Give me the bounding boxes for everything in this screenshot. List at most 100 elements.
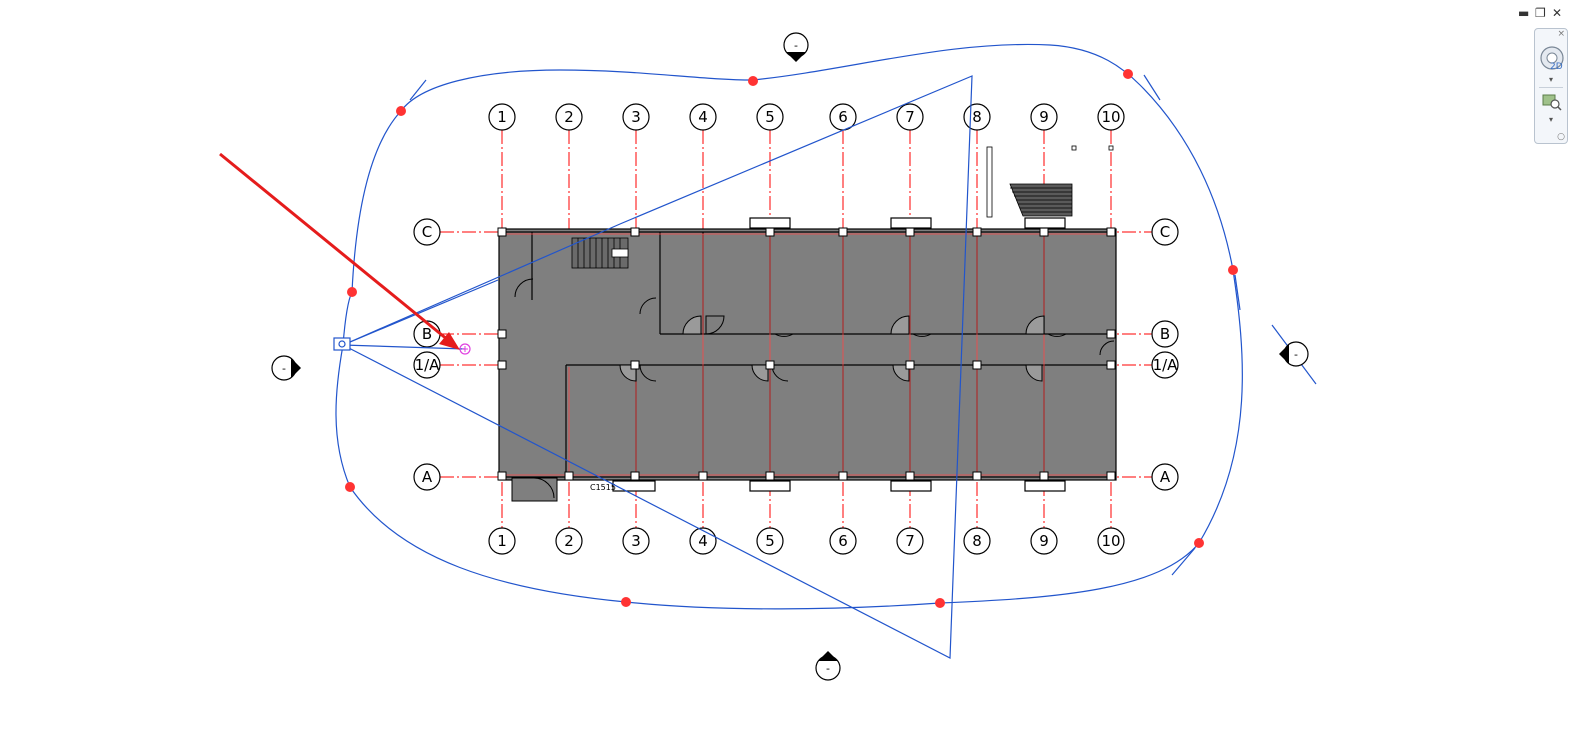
grid-bubble-col-3-top-label: 3 [631, 108, 641, 126]
grid-bubble-col-5-bottom-circle [756, 527, 784, 555]
minimize-button[interactable]: ▬ [1518, 6, 1530, 20]
grid-bubble-row-C-left-label: C [422, 223, 432, 241]
chevron-down-icon[interactable]: ▾ [1549, 75, 1554, 84]
grid-bubble-col-2-top-circle [555, 103, 583, 131]
grid-bubble-row-B-left-label: B [422, 325, 432, 343]
elevation-marker-east-label: - [1294, 348, 1298, 361]
grid-bubble-row-C-left[interactable]: C [413, 218, 441, 246]
grid-bubble-row-A-left-label: A [422, 468, 433, 486]
grid-bubble-row-1-A-left-label: 1/A [415, 356, 441, 374]
grid-bubble-col-10-top-label: 10 [1101, 108, 1120, 126]
grid-bubble-col-5-top-circle [756, 103, 784, 131]
grid-bubble-col-4-top[interactable]: 4 [689, 103, 717, 131]
navbar-mode-label: 2D [1550, 62, 1563, 72]
elevation-marker-south[interactable]: - [815, 651, 841, 681]
grid-bubble-col-1-top[interactable]: 1 [488, 103, 516, 131]
grid-bubble-col-8-top[interactable]: 8 [963, 103, 991, 131]
grid-bubble-col-1-top-label: 1 [497, 108, 507, 126]
grid-bubble-col-7-bottom[interactable]: 7 [896, 527, 924, 555]
grid-bubble-col-2-top[interactable]: 2 [555, 103, 583, 131]
grid-bubble-col-5-top[interactable]: 5 [756, 103, 784, 131]
grid-bubble-col-5-bottom[interactable]: 5 [756, 527, 784, 555]
grid-bubble-col-9-bottom-circle [1030, 527, 1058, 555]
grid-bubble-col-3-top[interactable]: 3 [622, 103, 650, 131]
grid-bubble-col-4-bottom-label: 4 [698, 532, 708, 550]
grid-bubble-col-9-top-circle [1030, 103, 1058, 131]
camera-target-icon[interactable] [459, 343, 471, 355]
grid-bubble-col-3-bottom-label: 3 [631, 532, 641, 550]
grid-bubble-col-7-top-circle [896, 103, 924, 131]
floor-slab [498, 228, 1117, 481]
close-button[interactable]: ✕ [1552, 6, 1563, 20]
grid-bubble-col-2-bottom[interactable]: 2 [555, 527, 583, 555]
door-tag: C1515 [590, 483, 616, 492]
grid-bubble-row-A-right-circle [1151, 463, 1179, 491]
interior-stair [571, 237, 629, 269]
grid-bubble-row-B-left[interactable]: B [413, 320, 441, 348]
grid-bubble-col-6-bottom-label: 6 [838, 532, 848, 550]
steering-wheel-icon[interactable] [1539, 45, 1565, 71]
grid-bubble-row-A-right[interactable]: A [1151, 463, 1179, 491]
grid-bubble-col-5-top-label: 5 [765, 108, 775, 126]
grid-bubble-col-9-bottom[interactable]: 9 [1030, 527, 1058, 555]
grid-bubble-row-A-left-circle [413, 463, 441, 491]
grid-bubble-col-1-bottom-label: 1 [497, 532, 507, 550]
grid-bubble-col-2-bottom-label: 2 [564, 532, 574, 550]
grid-bubble-col-9-top-label: 9 [1039, 108, 1049, 126]
grid-bubble-col-9-top[interactable]: 9 [1030, 103, 1058, 131]
grid-bubble-col-10-bottom-circle [1097, 527, 1125, 555]
grid-bubble-col-7-top[interactable]: 7 [896, 103, 924, 131]
grid-bubble-row-C-right-circle [1151, 218, 1179, 246]
grid-bubble-col-9-bottom-label: 9 [1039, 532, 1049, 550]
grid-bubble-col-10-bottom-label: 10 [1101, 532, 1120, 550]
grid-bubble-col-8-bottom-circle [963, 527, 991, 555]
grid-bubble-row-1-A-right[interactable]: 1/A [1151, 351, 1179, 379]
camera-icon[interactable] [333, 337, 351, 351]
grid-bubble-row-C-left-circle [413, 218, 441, 246]
grid-bubble-col-5-bottom-label: 5 [765, 532, 775, 550]
grid-bubble-col-6-top-label: 6 [838, 108, 848, 126]
wall-hatch [502, 233, 1111, 476]
grid-bubble-col-2-bottom-circle [555, 527, 583, 555]
grid-bubble-col-10-bottom[interactable]: 10 [1097, 527, 1125, 555]
grid-bubble-col-3-bottom-circle [622, 527, 650, 555]
grid-bubble-col-6-bottom[interactable]: 6 [829, 527, 857, 555]
grid-bubble-row-1-A-left-circle [413, 351, 441, 379]
keyframe-points[interactable] [345, 69, 1238, 608]
zoom-region-icon[interactable] [1542, 93, 1562, 111]
exterior-stair [986, 145, 1114, 218]
grid-bubble-row-1-A-right-circle [1151, 351, 1179, 379]
grid-bubble-row-B-right[interactable]: B [1151, 320, 1179, 348]
elevation-marker-north[interactable]: - [783, 32, 809, 62]
structural-columns [497, 227, 1116, 481]
grid-bubble-col-10-top-circle [1097, 103, 1125, 131]
restore-button[interactable]: ❐ [1535, 6, 1546, 20]
navbar-grip-icon[interactable]: ○ [1557, 132, 1565, 142]
grid-bubble-col-4-top-label: 4 [698, 108, 708, 126]
grid-bubble-row-C-right-label: C [1160, 223, 1170, 241]
grid-bubble-col-3-bottom[interactable]: 3 [622, 527, 650, 555]
grid-bubble-col-6-bottom-circle [829, 527, 857, 555]
zoom-dropdown-icon[interactable]: ▾ [1549, 115, 1554, 124]
navbar-close-icon[interactable]: × [1557, 29, 1565, 39]
grid-bubble-row-B-right-circle [1151, 320, 1179, 348]
door-swings [514, 278, 1115, 499]
navigation-bar[interactable]: × 2D ▾ ▾ ○ [1534, 28, 1568, 144]
grid-bubble-col-7-bottom-circle [896, 527, 924, 555]
grid-bubble-row-B-right-label: B [1160, 325, 1170, 343]
grid-bubble-col-4-bottom[interactable]: 4 [689, 527, 717, 555]
elevation-marker-east[interactable]: - [1279, 341, 1309, 367]
elevation-marker-north-label: - [794, 39, 798, 52]
grid-bubble-row-A-right-label: A [1160, 468, 1171, 486]
grid-bubble-col-8-bottom[interactable]: 8 [963, 527, 991, 555]
grid-bubble-col-7-bottom-label: 7 [905, 532, 915, 550]
grid-bubble-row-A-left[interactable]: A [413, 463, 441, 491]
grid-bubble-col-10-top[interactable]: 10 [1097, 103, 1125, 131]
grid-bubble-row-C-right[interactable]: C [1151, 218, 1179, 246]
grid-bubble-row-1-A-left[interactable]: 1/A [413, 351, 441, 379]
grid-bubble-col-1-top-circle [488, 103, 516, 131]
elevation-marker-south-label: - [826, 662, 830, 675]
elevation-marker-west[interactable]: - [271, 355, 301, 381]
grid-bubble-col-1-bottom[interactable]: 1 [488, 527, 516, 555]
